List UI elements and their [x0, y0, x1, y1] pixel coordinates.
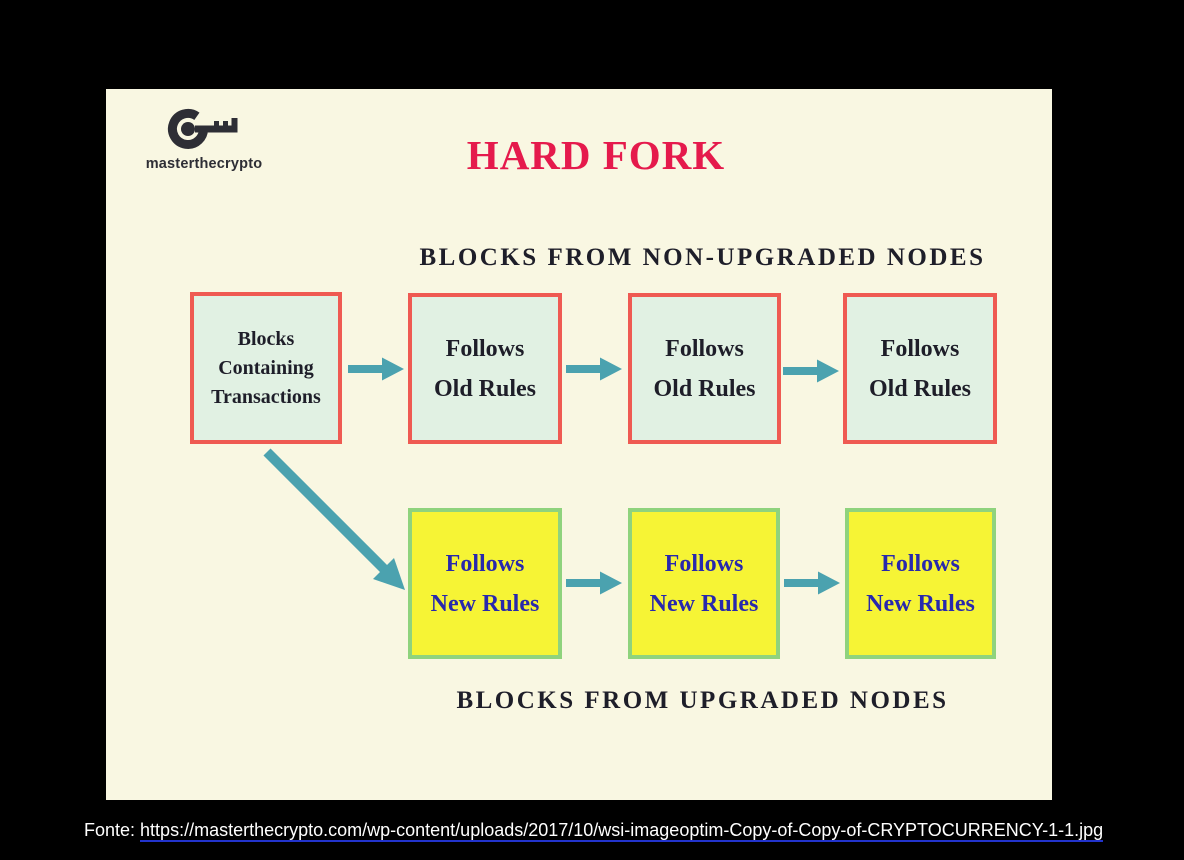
node-follows-new-rules-2: Follows New Rules — [628, 508, 780, 659]
node-follows-old-rules-3: Follows Old Rules — [843, 293, 997, 444]
node-label-line: Follows — [445, 550, 525, 577]
arrow-old-2-to-old-3-icon — [783, 359, 839, 383]
heading-non-upgraded-nodes: BLOCKS FROM NON-UPGRADED NODES — [419, 244, 986, 271]
arrow-source-to-new-1-icon — [263, 448, 405, 590]
node-label-line: Old Rules — [433, 375, 537, 402]
node-label-line: New Rules — [430, 590, 540, 617]
node-follows-old-rules-1: Follows Old Rules — [408, 293, 562, 444]
footer-source-link[interactable]: https://masterthecrypto.com/wp-content/u… — [140, 820, 1104, 842]
page-title: HARD FORK — [466, 132, 726, 178]
heading-upgraded-nodes: BLOCKS FROM UPGRADED NODES — [456, 687, 949, 714]
footer-source-label: Fonte: — [84, 820, 136, 840]
node-label-line: Follows — [664, 550, 744, 577]
node-follows-new-rules-1: Follows New Rules — [408, 508, 562, 659]
key-icon — [168, 108, 238, 149]
brand-name: masterthecrypto — [145, 156, 263, 172]
node-label-line: Follows — [665, 335, 744, 362]
node-follows-old-rules-2: Follows Old Rules — [628, 293, 781, 444]
arrow-new-2-to-new-3-icon — [784, 571, 840, 595]
node-label-line: Blocks — [237, 327, 295, 350]
node-label-line: Old Rules — [868, 375, 972, 402]
node-label-line: New Rules — [649, 590, 759, 617]
brand-logo: masterthecrypto — [140, 107, 268, 172]
node-label-line: Transactions — [211, 385, 321, 408]
diagram-panel: masterthecrypto HARD FORK BLOCKS FROM NO… — [106, 89, 1052, 800]
node-label-line: Follows — [880, 335, 960, 362]
arrow-old-1-to-old-2-icon — [566, 357, 622, 381]
node-blocks-containing-transactions: Blocks Containing Transactions — [190, 292, 342, 444]
footer-source: Fonte: https://masterthecrypto.com/wp-co… — [84, 820, 1104, 842]
node-label-line: Containing — [218, 356, 314, 379]
node-label-line: New Rules — [866, 590, 975, 617]
node-follows-new-rules-3: Follows New Rules — [845, 508, 996, 659]
node-label-line: Follows — [445, 335, 525, 362]
arrow-new-1-to-new-2-icon — [566, 571, 622, 595]
arrow-source-to-old-1-icon — [348, 357, 404, 381]
node-label-line: Follows — [881, 550, 960, 577]
node-label-line: Old Rules — [653, 375, 756, 402]
